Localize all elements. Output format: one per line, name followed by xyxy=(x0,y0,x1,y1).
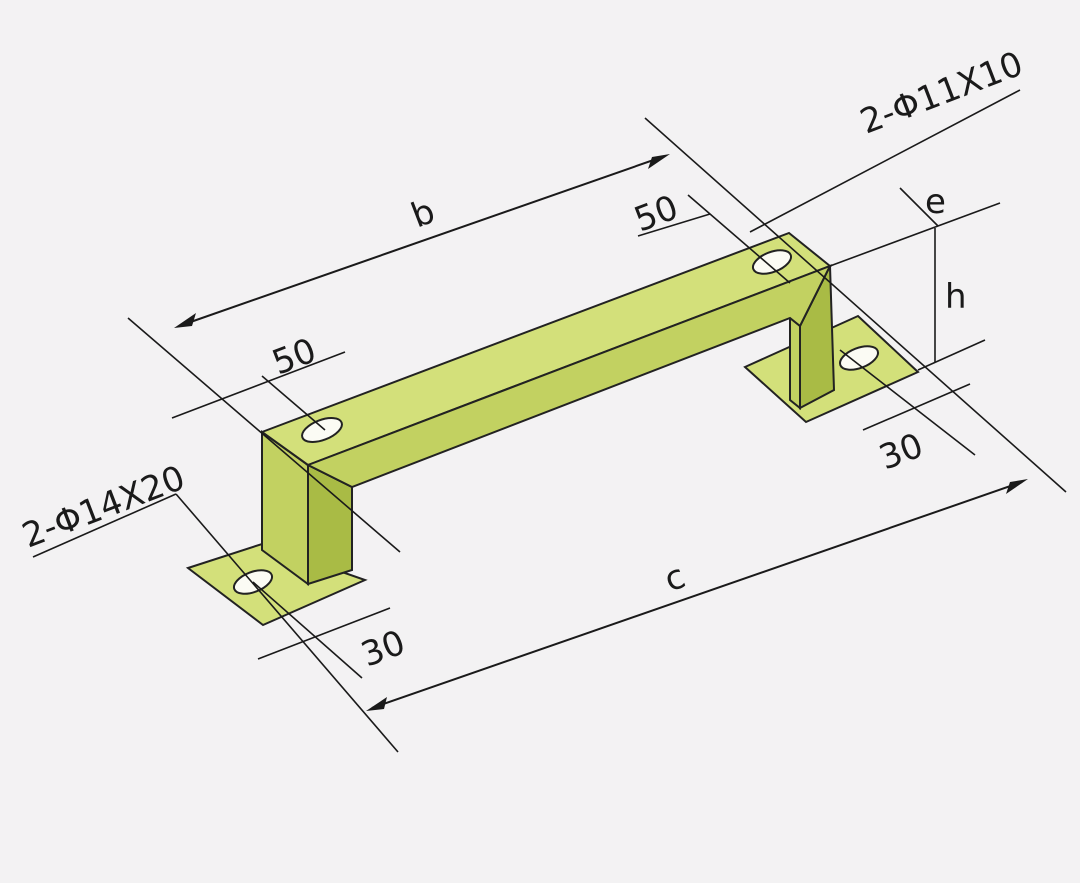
right-leg-front xyxy=(789,315,801,411)
arrow-c-left xyxy=(366,697,387,711)
arrow-c-right xyxy=(1006,479,1028,494)
label-dim-h: h xyxy=(945,277,967,317)
beam-inner-face xyxy=(305,264,833,489)
label-dim-b: b xyxy=(406,191,440,236)
arrow-b-left xyxy=(174,313,196,328)
label-dim-30-right: 30 xyxy=(874,426,929,479)
label-slot-bottom: 2-Φ14X20 xyxy=(17,458,190,556)
label-dim-c: c xyxy=(659,556,691,600)
slot-top-left xyxy=(301,417,343,443)
left-foot-plate xyxy=(185,542,368,627)
label-dim-50-left: 50 xyxy=(267,331,322,384)
label-slot-top: 2-Φ11X10 xyxy=(855,44,1028,142)
bracket-part xyxy=(185,231,920,627)
label-dim-50-right: 50 xyxy=(629,188,684,241)
label-dim-e: e xyxy=(925,182,946,222)
dimension-lines xyxy=(32,89,1067,753)
arrow-b-right xyxy=(648,154,670,169)
label-dim-30-left: 30 xyxy=(356,623,411,676)
